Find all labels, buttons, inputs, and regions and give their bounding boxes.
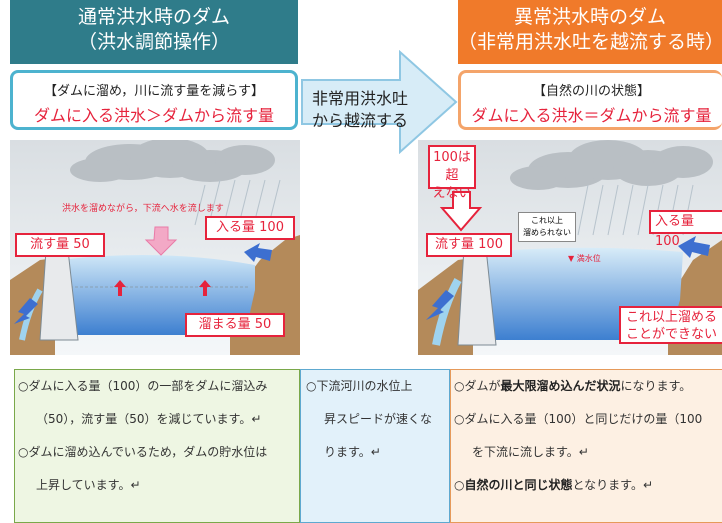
- abnormal-note-line1-pre: ○ダムが: [454, 379, 501, 393]
- normal-notes: ○ダムに入る量（100）の一部をダムに溜込み （50），流す量（50）を減じてい…: [14, 369, 300, 523]
- overflow-note-line3: ります。↵: [324, 445, 381, 459]
- water-rise-arrows: [114, 280, 211, 296]
- abnormal-notes: ○ダムが最大限溜め込んだ状況になります。 ○ダムに入る量（100）と同じだけの量…: [450, 369, 722, 523]
- normal-note-line1: ○ダムに入る量（100）の一部をダムに溜込み: [18, 379, 268, 393]
- cannot-store-callout-line1: これ以上: [531, 216, 563, 225]
- abnormal-flood-header: 異常洪水時のダム （非常用洪水吐を越流する時）: [458, 0, 722, 64]
- abnormal-note-line4: ○自然の川と同じ状態となります。↵: [454, 469, 722, 502]
- normal-flood-summary: 【ダムに溜め，川に流す量を減らす】 ダムに入る洪水＞ダムから流す量: [10, 70, 298, 130]
- inflow-arrow-abnormal: [678, 236, 710, 258]
- transition-label: 非常用洪水吐 から越流する: [305, 88, 415, 132]
- limit-label: 100は超 えない: [428, 145, 476, 201]
- normal-outflow-label: 流す量 50: [15, 233, 105, 257]
- normal-note-line4: 上昇しています。↵: [36, 478, 141, 492]
- normal-flood-banner: 洪水を溜めながら，下流へ水を流します: [62, 204, 224, 214]
- abnormal-flood-subtitle: （非常用洪水吐を越流する時）: [458, 31, 722, 53]
- normal-dam-illustration: 洪水を溜めながら，下流へ水を流します 入る量 100 流す量 50 溜まる量 5…: [10, 140, 300, 355]
- abnormal-note-line3: を下流に流します。↵: [472, 445, 589, 459]
- normal-note-line2: （50），流す量（50）を減じています。↵: [36, 412, 262, 426]
- cannot-store-label-line1: これ以上溜める: [625, 310, 717, 325]
- normal-inflow-label: 入る量 100: [205, 216, 295, 240]
- transition-arrow: [301, 50, 458, 154]
- abnormal-inflow-label: 入る量 100: [649, 210, 722, 249]
- outflow-arrow: [14, 298, 38, 324]
- transition-label-line2: から越流する: [311, 111, 408, 130]
- abnormal-flood-summary-relation: ダムに入る洪水＝ダムから流す量: [471, 106, 712, 125]
- abnormal-flood-summary-caption: 【自然の川の状態】: [532, 84, 650, 99]
- overflow-note-line1: ○下流河川の水位上: [306, 379, 413, 393]
- abnormal-note-line4-highlight: 自然の川と同じ状態: [464, 478, 573, 492]
- abnormal-note-line1: ○ダムが最大限溜め込んだ状況になります。: [454, 370, 722, 403]
- abnormal-flood-summary: 【自然の川の状態】 ダムに入る洪水＝ダムから流す量: [458, 70, 722, 130]
- normal-flood-subtitle: （洪水調節操作）: [77, 31, 230, 53]
- abnormal-outflow-label: 流す量 100: [426, 233, 512, 257]
- normal-flood-summary-caption: 【ダムに溜め，川に流す量を減らす】: [43, 84, 265, 99]
- cannot-store-label: これ以上溜める ことができない: [619, 306, 722, 344]
- full-water-level: ▼ 満水位: [568, 254, 601, 263]
- overflow-notes: ○下流河川の水位上 昇スピードが速くな ります。↵: [300, 369, 450, 523]
- storm-cloud: [70, 140, 275, 182]
- inflow-down-arrow: [144, 226, 178, 256]
- transition-label-line1: 非常用洪水吐: [311, 89, 408, 108]
- limit-label-line2: えない: [432, 186, 472, 201]
- normal-flood-title: 通常洪水時のダム: [77, 6, 230, 28]
- rain: [194, 179, 281, 226]
- storm-cloud-heavy: [510, 140, 713, 190]
- abnormal-flood-title: 異常洪水時のダム: [513, 6, 666, 28]
- abnormal-dam-illustration: 100は超 えない これ以上 溜められない ▼ 満水位 入る量 100 流す量 …: [418, 140, 722, 355]
- abnormal-note-line1-post: になります。: [620, 379, 692, 393]
- limit-label-line1: 100は超: [433, 150, 471, 183]
- cannot-store-callout-line2: 溜められない: [523, 228, 571, 237]
- overflow-note-line2: 昇スピードが速くな: [324, 412, 433, 426]
- normal-flood-summary-relation: ダムに入る洪水＞ダムから流す量: [33, 106, 274, 125]
- limit-arrow: [439, 191, 483, 232]
- normal-note-line3: ○ダムに溜め込んでいるため，ダムの貯水位は: [18, 445, 268, 459]
- inflow-arrow: [244, 243, 272, 262]
- abnormal-note-line2: ○ダムに入る量（100）と同じだけの量（100: [454, 412, 703, 426]
- outflow-arrow-abnormal: [426, 290, 454, 320]
- normal-stored-label: 溜まる量 50: [185, 313, 285, 337]
- normal-flood-header: 通常洪水時のダム （洪水調節操作）: [10, 0, 298, 64]
- cannot-store-callout: これ以上 溜められない: [518, 212, 576, 242]
- abnormal-note-line1-highlight: 最大限溜め込んだ状況: [500, 379, 621, 393]
- abnormal-note-line4-post: となります。↵: [572, 478, 654, 492]
- cannot-store-label-line2: ことができない: [625, 327, 717, 342]
- abnormal-note-line4-pre: ○: [454, 478, 465, 492]
